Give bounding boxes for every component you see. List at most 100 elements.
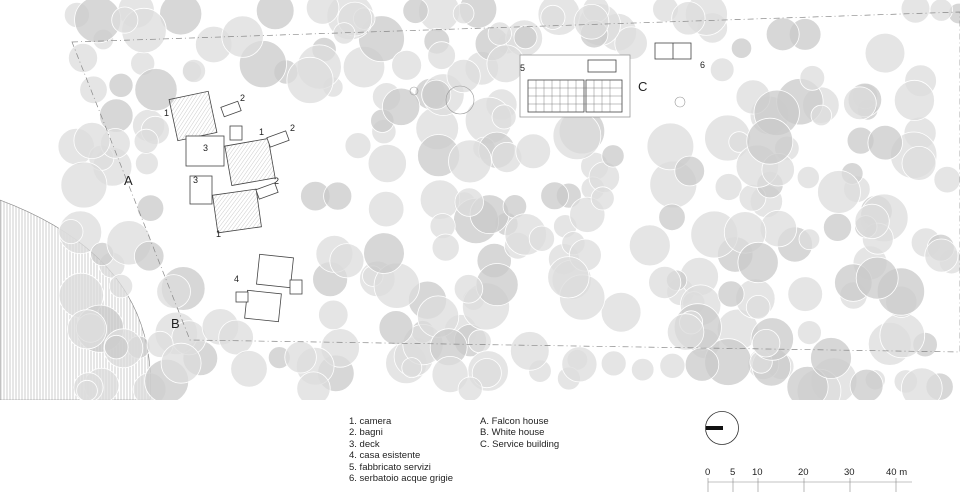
legend-item: B. White house — [480, 427, 545, 439]
tree-canopy — [854, 203, 890, 239]
tree-canopy — [590, 186, 615, 211]
tree-canopy — [381, 87, 421, 126]
tree-canopy — [491, 104, 517, 130]
tree-canopy — [614, 26, 648, 60]
tree-canopy — [737, 241, 779, 284]
tree-canopy — [786, 366, 829, 400]
north-arrow-icon — [705, 411, 739, 445]
tree-canopy — [900, 0, 931, 24]
scale-tick-label: 20 — [798, 467, 809, 478]
zone-service-building: C — [638, 79, 647, 94]
tree-canopy — [221, 15, 264, 58]
tree-canopy — [454, 187, 484, 217]
label-casa-esistente: 4 — [234, 274, 239, 284]
tree-canopy — [659, 352, 686, 379]
tree-canopy — [561, 346, 598, 383]
tree-canopy — [284, 341, 317, 374]
tree-canopy — [751, 329, 781, 358]
tree-canopy — [108, 273, 134, 299]
label-camera: 1 — [259, 127, 264, 137]
legend-item: 4. casa esistente — [349, 450, 421, 462]
tree-canopy — [855, 256, 899, 300]
tree-canopy — [600, 350, 627, 377]
tree-canopy — [111, 6, 139, 34]
falcon-house-cluster — [168, 90, 290, 234]
tree-canopy — [134, 68, 178, 112]
tree-canopy — [730, 37, 753, 59]
label-fabbricato-servizi: 5 — [520, 63, 525, 73]
scale-tick-label: 10 — [752, 467, 763, 478]
tree-canopy — [452, 2, 475, 25]
tree-canopy — [864, 32, 906, 74]
tree-canopy — [601, 144, 625, 168]
tree-canopy — [745, 294, 771, 320]
tree-canopy — [817, 170, 861, 214]
tree-canopy — [73, 122, 111, 160]
greywater-tank — [654, 42, 692, 60]
tree-canopy — [108, 72, 134, 98]
zone-white-house: B — [171, 316, 180, 331]
tree-canopy — [296, 371, 331, 400]
label-serbatoio: 6 — [700, 60, 705, 70]
tree-canopy — [746, 117, 794, 165]
tree-canopy — [929, 0, 953, 22]
tree-canopy — [446, 58, 481, 94]
tree-canopy — [765, 17, 800, 52]
tree-canopy — [363, 232, 405, 274]
tree-canopy — [933, 165, 960, 194]
tree-canopy — [924, 238, 959, 273]
tree-canopy — [823, 212, 853, 242]
tree-canopy — [218, 319, 254, 356]
label-camera: 1 — [216, 229, 221, 239]
label-bagni: 2 — [274, 176, 279, 186]
legend-item: 5. fabbricato servizi — [349, 461, 431, 473]
existing-house — [235, 253, 303, 323]
tree-canopy — [717, 280, 745, 308]
legend-item: 3. deck — [349, 438, 380, 450]
tree-canopy — [367, 143, 407, 184]
tree-canopy — [344, 132, 372, 160]
tree-canopy — [67, 309, 108, 350]
scale-tick-label: 5 — [730, 467, 735, 478]
clearing-circle — [409, 86, 419, 96]
scale-tick-label: 0 — [705, 467, 710, 478]
label-deck: 3 — [193, 175, 198, 185]
tree-canopy — [329, 243, 365, 279]
label-bagni: 2 — [240, 93, 245, 103]
tree-canopy — [391, 49, 423, 81]
tree-canopy — [600, 291, 642, 333]
tree-canopy — [648, 265, 682, 299]
scale-tick-label: 40 m — [886, 467, 907, 478]
tree-canopy — [401, 357, 423, 379]
tree-canopy — [60, 161, 108, 209]
tree-canopy — [714, 173, 743, 201]
tree-canopy — [421, 79, 452, 110]
tree-canopy — [159, 0, 203, 36]
label-deck: 3 — [203, 143, 208, 153]
tree-canopy — [457, 376, 483, 400]
tree-canopy — [368, 190, 405, 228]
tree-canopy — [181, 58, 206, 83]
legend-numbered: 1. camera 2. bagni 3. deck 4. casa esist… — [349, 416, 453, 484]
clearing-circle — [674, 96, 686, 108]
tree-canopy — [671, 1, 706, 36]
tree-canopy — [796, 165, 820, 189]
tree-canopy — [684, 347, 720, 382]
tree-canopy — [133, 128, 159, 154]
tree-canopy — [427, 41, 456, 70]
scale-tick-label: 30 — [844, 467, 855, 478]
tree-canopy — [901, 367, 943, 400]
tree-canopy — [402, 0, 429, 24]
tree-canopy — [255, 0, 295, 31]
tree-canopy — [666, 313, 705, 351]
tree-canopy — [133, 241, 165, 272]
legend-item: 1. camera — [349, 416, 392, 427]
site-plan: 1 2 3 1 2 3 2 1 4 5 6 A B C — [0, 0, 960, 400]
legend-item: C. Service building — [480, 438, 560, 450]
tree-canopy — [798, 228, 821, 251]
service-building — [519, 54, 631, 118]
tree-canopy — [448, 139, 492, 184]
tree-canopy — [628, 224, 671, 267]
tree-canopy — [843, 86, 877, 121]
tree-canopy — [540, 181, 569, 211]
